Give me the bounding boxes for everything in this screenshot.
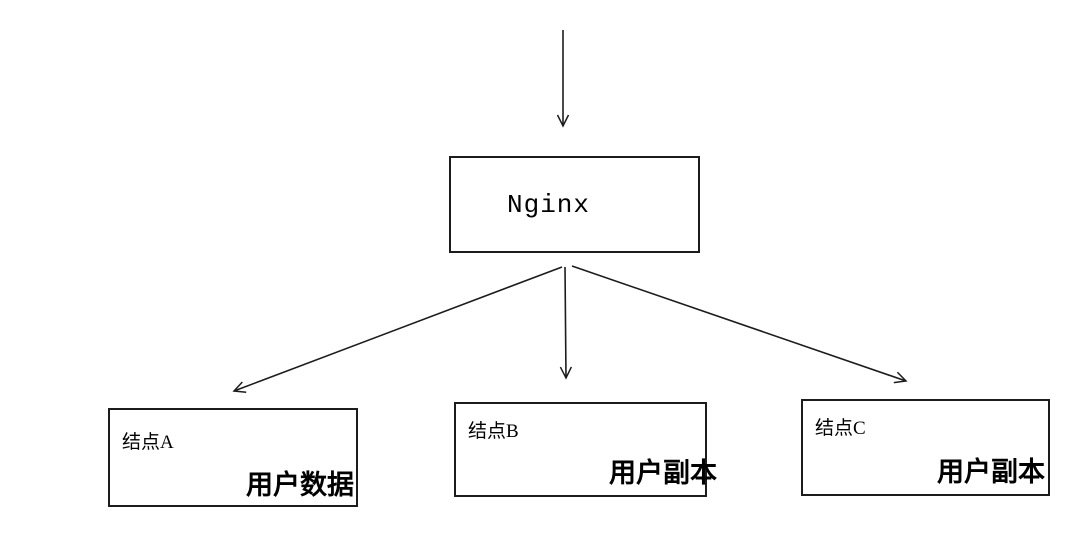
node-c-payload-label: 用户副本 [937, 457, 1045, 487]
node-c-box: 结点C 用户副本 [801, 399, 1050, 496]
arrow-to-node-a-icon [232, 266, 563, 394]
arrow-to-node-c-icon [571, 265, 908, 384]
nginx-box: Nginx [449, 156, 700, 253]
node-b-payload-label: 用户副本 [609, 458, 717, 488]
node-a-payload-label: 用户数据 [246, 470, 354, 500]
nginx-label: Nginx [507, 189, 591, 220]
node-b-box: 结点B 用户副本 [454, 402, 717, 497]
node-b-label: 结点B [468, 421, 519, 442]
arrow-to-node-b-icon [559, 266, 573, 380]
node-a-box: 结点A 用户数据 [108, 408, 358, 507]
node-a-label: 结点A [122, 432, 174, 453]
node-c-label: 结点C [815, 418, 866, 439]
